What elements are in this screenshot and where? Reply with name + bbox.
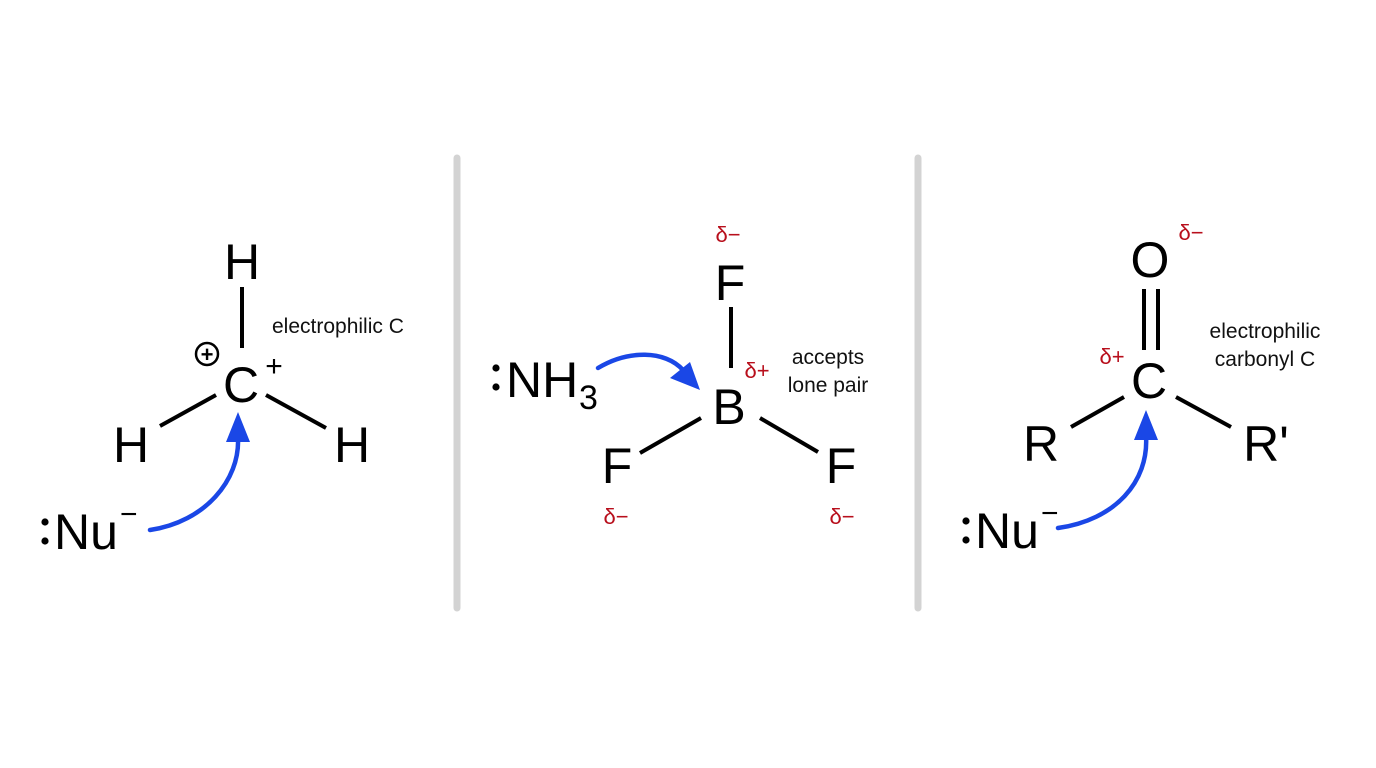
formal-charge-symbol: +: [201, 342, 214, 367]
nucleophile-label: Nu: [975, 503, 1039, 559]
note-line: accepts: [792, 346, 864, 369]
atom-h-top: H: [224, 234, 260, 290]
panel-carbocation: H C + + H H electrophilic C Nu −: [41, 234, 404, 560]
nucleophile-subscript: 3: [579, 379, 598, 417]
partial-charge-c: δ+: [1099, 344, 1124, 369]
nucleophile-label: NH: [506, 352, 578, 408]
bond-c-h-right: [265, 393, 327, 430]
curved-arrow: [595, 352, 686, 373]
atom-r-right: R': [1243, 416, 1289, 472]
atom-c-center: C: [1131, 353, 1167, 409]
atom-f-left: F: [602, 438, 633, 494]
atom-f-top: F: [715, 255, 746, 311]
lone-pair-dot: [962, 536, 970, 544]
nucleophile-nu: Nu −: [962, 497, 1059, 559]
bond-b-f-left: [639, 416, 702, 455]
formal-charge-circle: [194, 341, 220, 367]
atom-h-right: H: [334, 417, 370, 473]
atom-h-left: H: [113, 417, 149, 473]
atom-f-right: F: [826, 438, 857, 494]
nucleophile-charge: −: [120, 498, 138, 531]
partial-charge-b: δ+: [744, 358, 769, 383]
partial-charge-f-left: δ−: [603, 504, 628, 529]
curved-arrow: [1055, 433, 1149, 531]
lone-pair-dot: [41, 518, 49, 526]
arrowhead: [226, 412, 250, 442]
partial-charge-o: δ−: [1178, 220, 1203, 245]
nucleophile-label: Nu: [54, 504, 118, 560]
arrowhead: [670, 362, 700, 390]
nucleophile-charge: −: [1041, 497, 1059, 530]
lone-pair-dot: [492, 364, 500, 372]
partial-charge-f-top: δ−: [715, 222, 740, 247]
panel-bf3: δ− F B δ+ F δ− F δ− accepts lone pair NH…: [492, 222, 868, 529]
lone-pair-dot: [492, 383, 500, 391]
partial-charge-f-right: δ−: [829, 504, 854, 529]
bond-c-h-left: [159, 393, 217, 428]
curved-arrow: [147, 435, 241, 533]
note-line: electrophilic C: [272, 315, 404, 338]
note-line: lone pair: [788, 374, 869, 397]
note-line: carbonyl C: [1215, 348, 1315, 371]
bond-c-r-right: [1175, 395, 1232, 429]
arrowhead: [1134, 410, 1158, 440]
nucleophile-nh3: NH 3: [492, 352, 598, 417]
panel-carbonyl: O δ− C δ+ R R' electrophilic carbonyl C …: [962, 220, 1320, 559]
note-line: electrophilic: [1210, 320, 1321, 343]
atom-b-center: B: [712, 379, 745, 435]
nucleophile-nu: Nu −: [41, 498, 138, 560]
bond-b-f-right: [758, 416, 820, 454]
bond-c-r-left: [1070, 395, 1125, 429]
atom-r-left: R: [1023, 416, 1059, 472]
lone-pair-dot: [962, 517, 970, 525]
cation-charge: +: [265, 350, 283, 383]
lone-pair-dot: [41, 537, 49, 545]
atom-c-center: C: [223, 357, 259, 413]
atom-o-top: O: [1131, 232, 1170, 288]
